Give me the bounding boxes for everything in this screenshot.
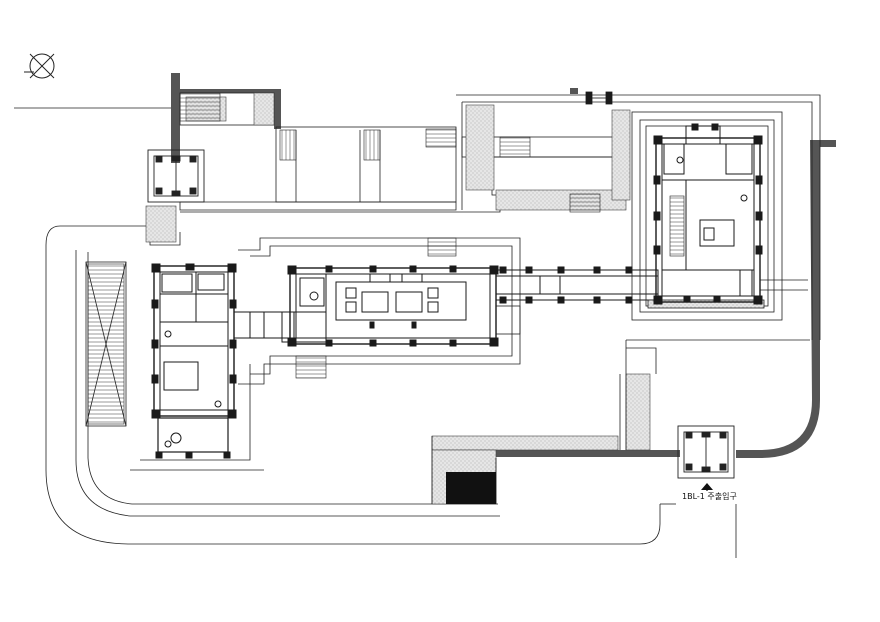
east-courtyard <box>631 111 808 321</box>
central-hall <box>287 265 499 347</box>
site-boundary <box>14 107 737 558</box>
dark-storage-block <box>446 472 496 504</box>
gate-pavilion-northwest <box>147 149 205 203</box>
east-main-house <box>653 123 763 305</box>
west-guest-house <box>151 263 237 459</box>
north-fence-ornaments <box>585 91 613 105</box>
central-terrace <box>130 237 521 471</box>
west-stair-frame <box>85 261 127 427</box>
up-arrow-icon <box>701 483 713 491</box>
gate-pavilion-southeast <box>677 425 735 479</box>
retaining-walls <box>171 73 836 458</box>
main-entrance-label: 1BL-1 주출입구 <box>682 492 737 501</box>
hatched-landscape <box>145 92 651 505</box>
north-arrow-icon <box>24 53 55 79</box>
stairs <box>87 92 685 425</box>
colonnade-corridor <box>495 266 659 304</box>
